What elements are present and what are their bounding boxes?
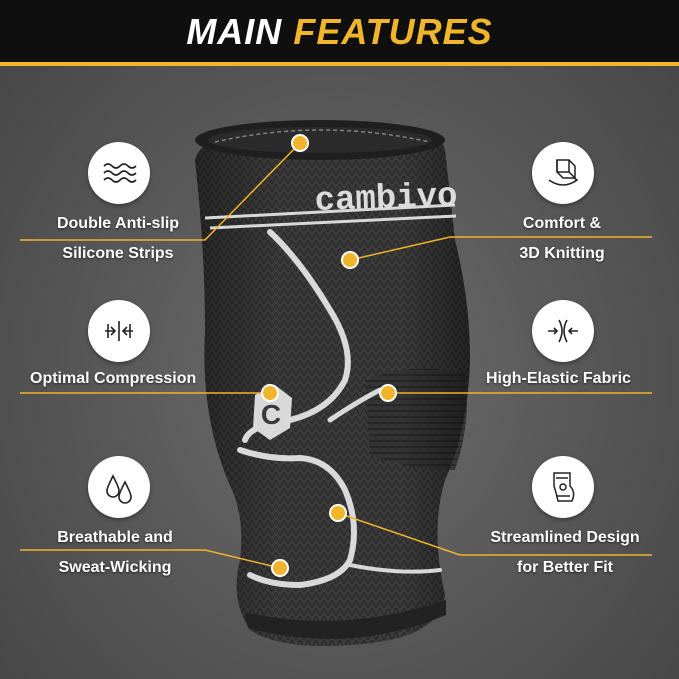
knee-sleeve-icon (532, 456, 594, 518)
sleeve-logo-letter: C (261, 399, 281, 430)
title-accent: FEATURES (293, 11, 493, 52)
elastic-arrows-icon (532, 300, 594, 362)
header-bar (0, 0, 679, 62)
feature-comfort-line2: 3D Knitting (519, 245, 605, 262)
feature-anti-slip-line1: Double Anti-slip (56, 215, 180, 232)
feature-comfort-line1: Comfort & (522, 215, 602, 232)
feature-anti-slip-label: Double Anti-slip Silicone Strips (38, 214, 198, 264)
feature-breathable-line1: Breathable and (57, 529, 173, 546)
feature-streamlined-label: Streamlined Design for Better Fit (482, 528, 648, 578)
title-main: MAIN (186, 11, 283, 52)
page-title: MAIN FEATURES (0, 12, 679, 52)
feature-breathable-line2: Sweat-Wicking (58, 559, 172, 576)
feature-anti-slip-line2: Silicone Strips (62, 245, 174, 262)
feature-streamlined-line2: for Better Fit (517, 559, 613, 576)
feature-compression-label: Optimal Compression (30, 370, 197, 387)
sleeve-brand-text: cambivo (314, 178, 458, 221)
feature-streamlined-line1: Streamlined Design (490, 529, 640, 546)
compression-arrows-icon (88, 300, 150, 362)
feature-elastic-label: High-Elastic Fabric (486, 370, 631, 387)
feature-breathable-label: Breathable and Sweat-Wicking (40, 528, 190, 578)
feature-comfort-label: Comfort & 3D Knitting (492, 214, 632, 264)
waves-icon (88, 142, 150, 204)
cube-3d-icon (532, 142, 594, 204)
header-accent-line (0, 62, 679, 66)
water-drops-icon (88, 456, 150, 518)
